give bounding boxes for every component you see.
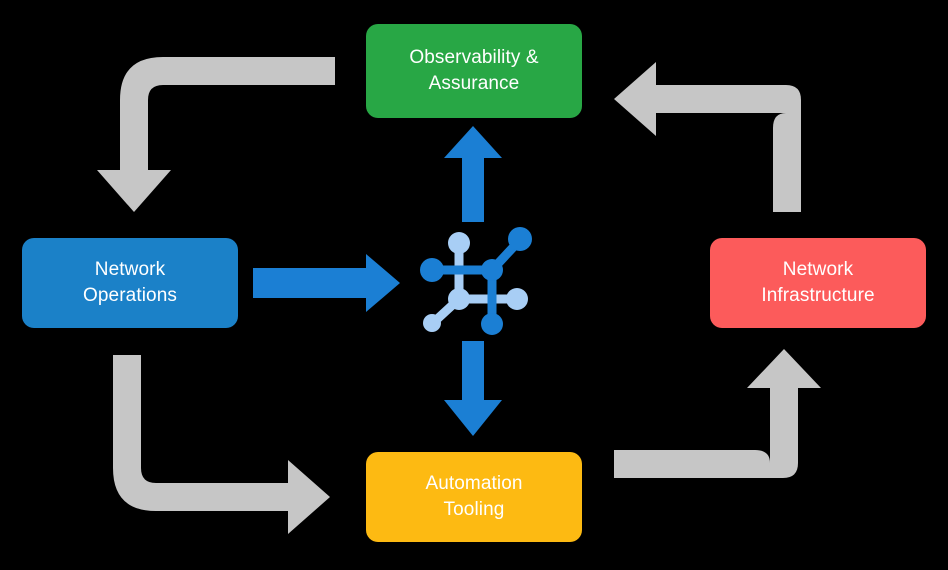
node-label-observability: Observability & Assurance <box>409 47 539 94</box>
node-network-operations[interactable]: Network Operations <box>22 238 238 328</box>
node-network-infrastructure[interactable]: Network Infrastructure <box>710 238 926 328</box>
network-topology-icon <box>420 227 532 335</box>
node-label-operations: Network Operations <box>83 259 177 306</box>
connector-automation-to-infrastructure <box>614 349 821 478</box>
connector-observability-to-operations <box>97 57 335 212</box>
node-automation-tooling[interactable]: Automation Tooling <box>366 452 582 542</box>
connector-operations-to-automation <box>113 355 330 534</box>
connector-center-to-automation <box>444 341 502 436</box>
connector-infrastructure-to-observability <box>614 62 801 212</box>
node-label-infrastructure: Network Infrastructure <box>761 259 875 306</box>
connector-center-to-observability <box>444 126 502 222</box>
node-observability-assurance[interactable]: Observability & Assurance <box>366 24 582 118</box>
connector-operations-to-center <box>253 254 400 312</box>
node-label-automation: Automation Tooling <box>425 473 523 520</box>
